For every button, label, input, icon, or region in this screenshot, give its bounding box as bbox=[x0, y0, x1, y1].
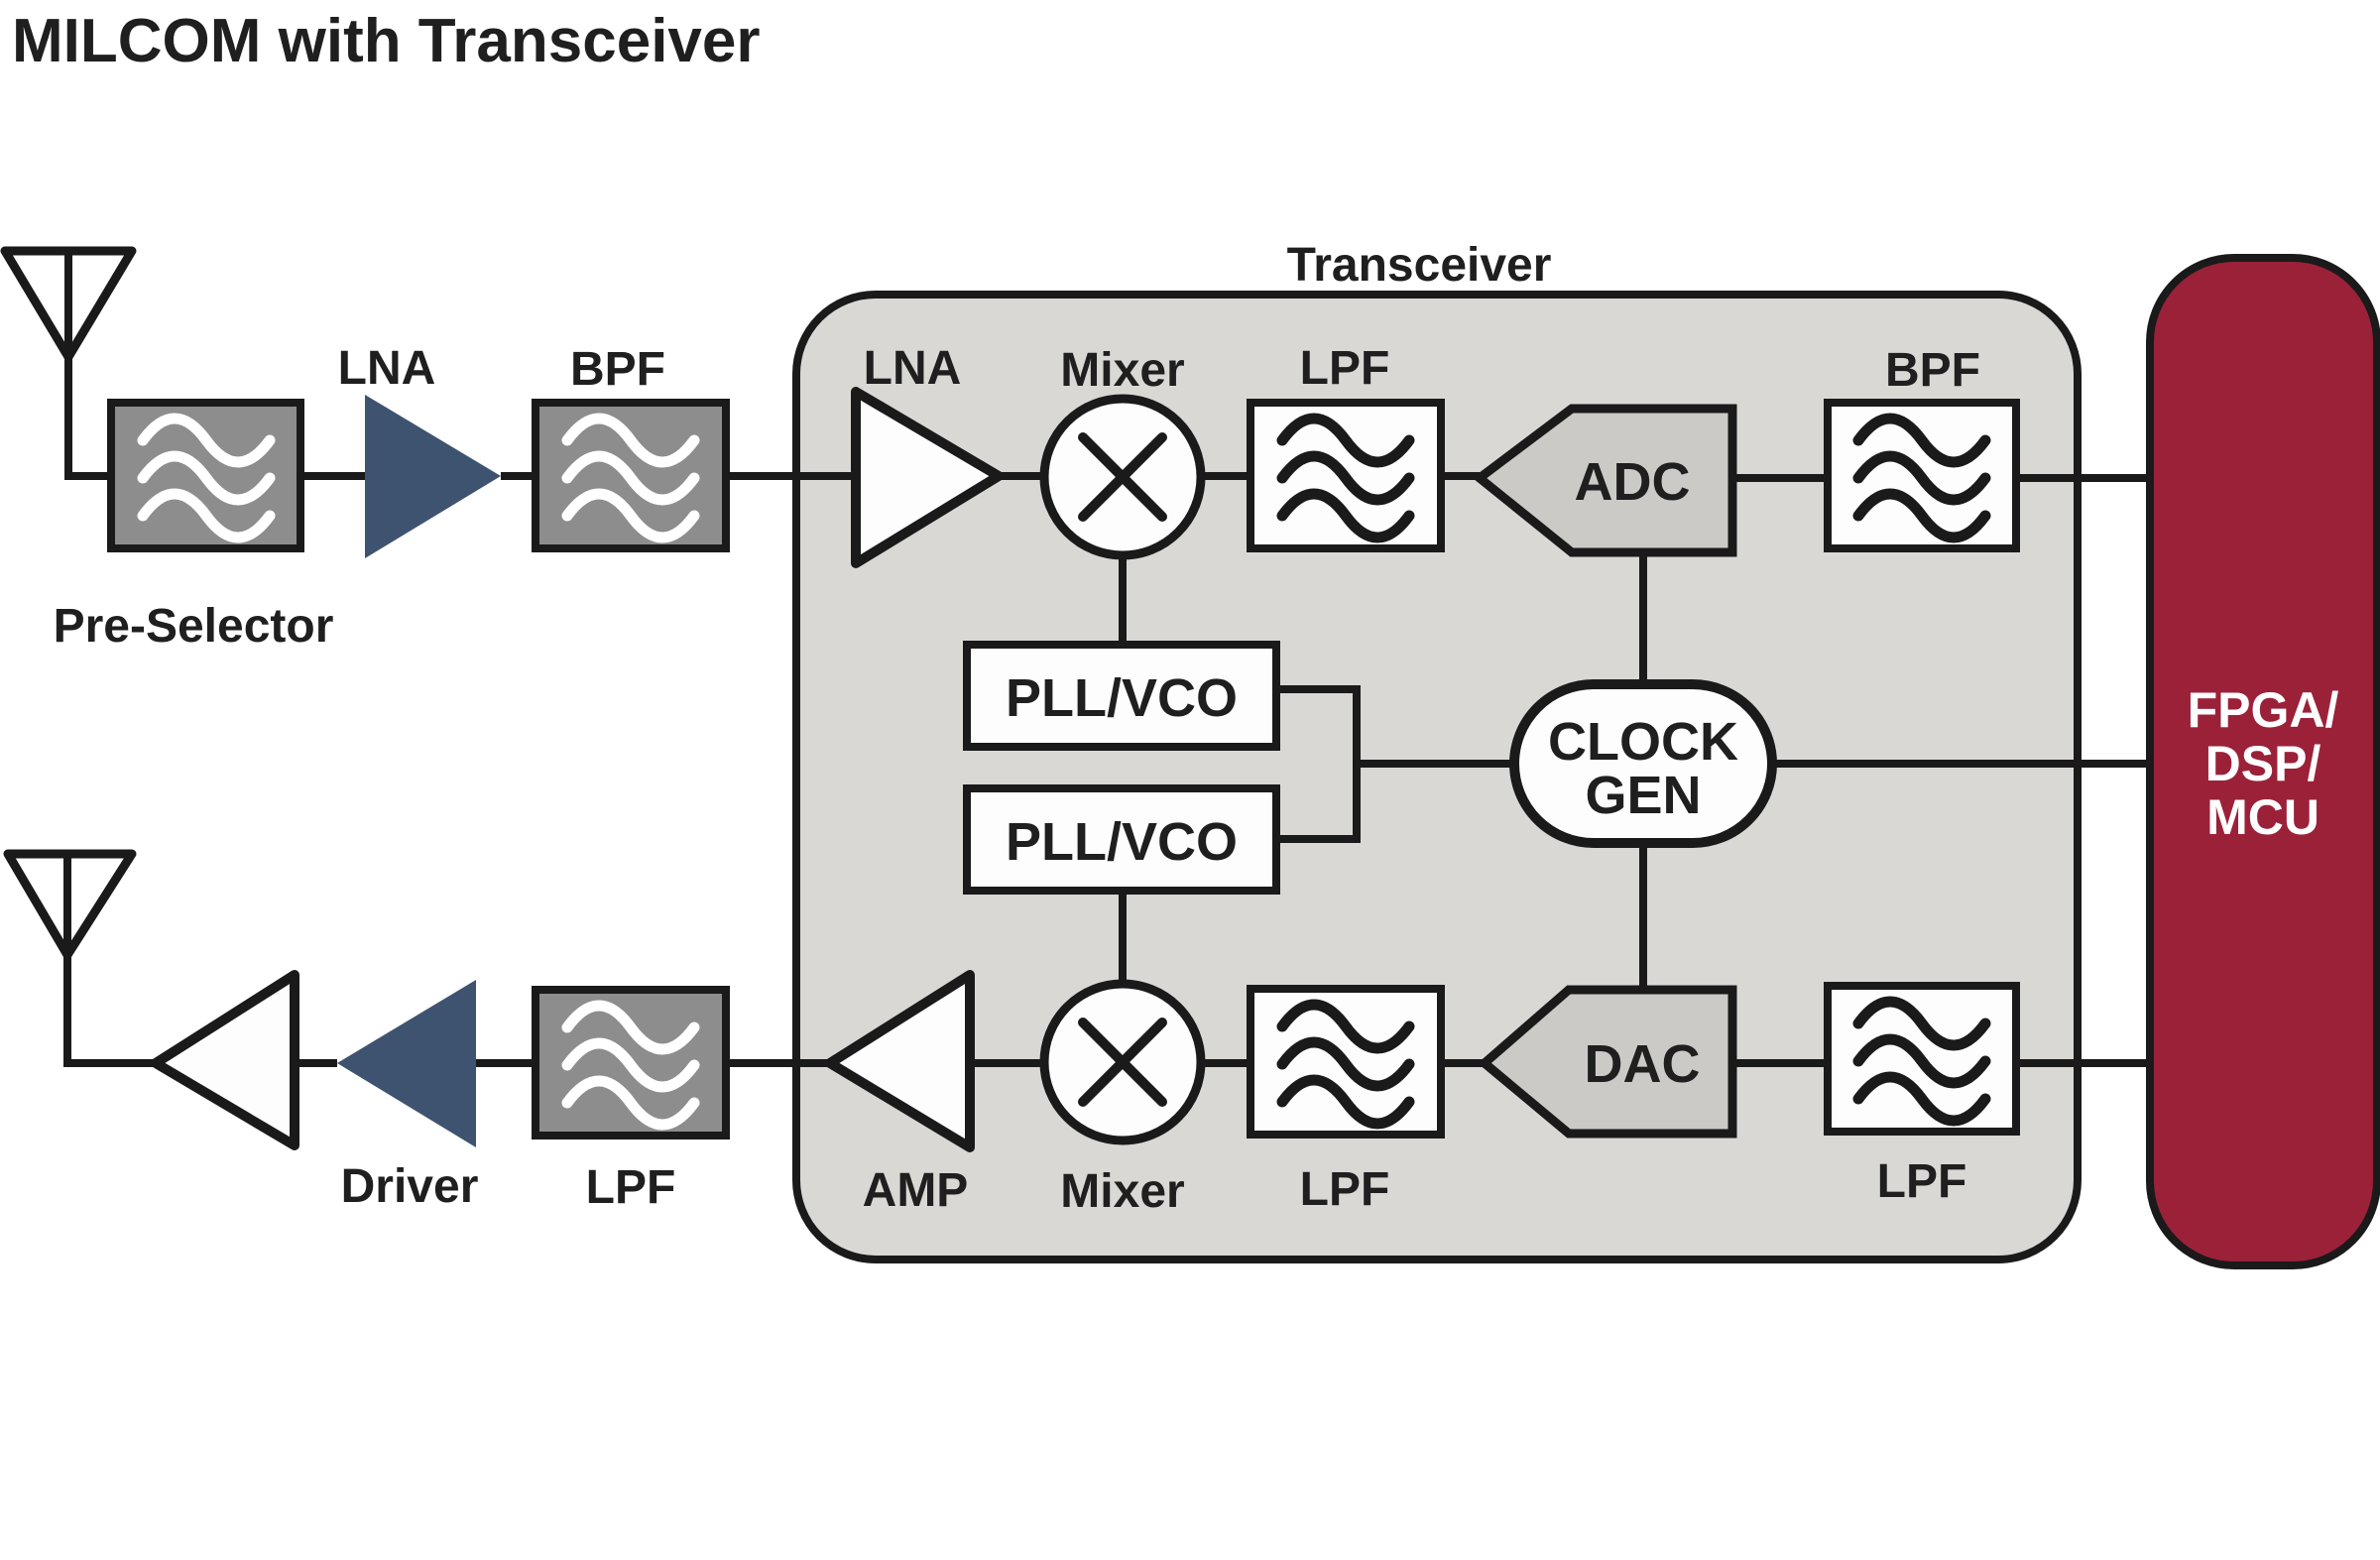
tx-lpf-mid-label: LPF bbox=[1300, 1163, 1390, 1216]
rx-internal-lna-amp-icon bbox=[851, 387, 1004, 568]
rx-lpf-label: LPF bbox=[1300, 342, 1390, 395]
processor-label-line1: FPGA/ bbox=[2188, 682, 2339, 738]
tx-driver-label: Driver bbox=[341, 1160, 479, 1213]
dac-block bbox=[1478, 985, 1737, 1139]
rx-bpf2-label: BPF bbox=[1885, 344, 1980, 397]
rx-mixer-label: Mixer bbox=[1060, 344, 1184, 397]
processor-label-line3: MCU bbox=[2206, 789, 2320, 845]
rx-antenna-icon bbox=[0, 246, 137, 362]
rx-lna-label: LNA bbox=[338, 342, 436, 395]
clock-gen-label-line2: GEN bbox=[1585, 766, 1701, 825]
tx-amp-label: AMP bbox=[863, 1164, 969, 1217]
tx-mixer-label: Mixer bbox=[1060, 1165, 1184, 1218]
pll-vco-1-box bbox=[963, 641, 1280, 751]
rx-internal-lna-label: LNA bbox=[864, 342, 962, 395]
tx-amp-icon bbox=[825, 970, 975, 1152]
tx-lpf-label: LPF bbox=[586, 1161, 676, 1214]
tx-driver-amp-icon bbox=[337, 980, 476, 1147]
transceiver-label: Transceiver bbox=[1287, 239, 1552, 292]
pll-vco-2-label: PLL/VCO bbox=[1006, 812, 1238, 872]
tx-antenna-icon bbox=[3, 849, 137, 960]
adc-label: ADC bbox=[1575, 452, 1691, 512]
pll-vco-1-label: PLL/VCO bbox=[1006, 668, 1238, 728]
dac-label: DAC bbox=[1585, 1034, 1701, 1094]
page-title: MILCOM with Transceiver bbox=[12, 7, 761, 75]
pll-vco-2-box bbox=[963, 784, 1280, 895]
preselector-label: Pre-Selector bbox=[54, 600, 334, 653]
clock-gen-block bbox=[1509, 679, 1777, 848]
processor-label-line2: DSP/ bbox=[2205, 736, 2321, 791]
adc-block bbox=[1472, 404, 1737, 557]
rx-mixer-icon bbox=[1039, 394, 1206, 560]
clock-gen-label-line1: CLOCK bbox=[1548, 712, 1738, 772]
tx-mixer-icon bbox=[1039, 979, 1206, 1145]
tx-pa-amp-icon bbox=[151, 970, 299, 1150]
tx-lpf-in-label: LPF bbox=[1877, 1155, 1967, 1208]
signal-wires bbox=[63, 251, 2150, 1067]
rx-lna-amp-icon bbox=[365, 395, 501, 558]
rx-bpf-label: BPF bbox=[570, 343, 665, 396]
